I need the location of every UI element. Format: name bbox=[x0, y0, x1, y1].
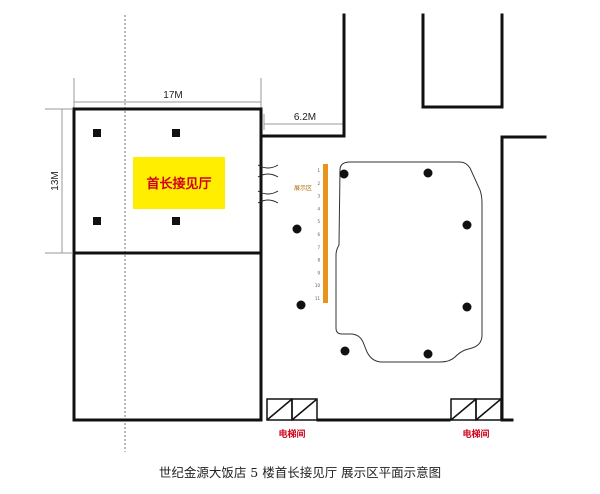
upper-room-wall bbox=[421, 13, 504, 109]
dimension-height bbox=[45, 108, 72, 254]
elevator-right-icon bbox=[450, 398, 502, 421]
column bbox=[462, 220, 472, 230]
exhibit-bar bbox=[323, 164, 328, 303]
dimension-width-label: 17M bbox=[163, 90, 182, 101]
exhibit-booth-numbers: 1 2 3 4 5 6 7 8 9 10 11 bbox=[315, 168, 321, 301]
exhibit-booth-number: 2 bbox=[317, 181, 320, 186]
pillar bbox=[93, 129, 101, 137]
exhibit-hall-outline bbox=[335, 161, 483, 363]
column bbox=[296, 300, 306, 310]
west-wall bbox=[72, 251, 263, 422]
elevator-left-label: 电梯间 bbox=[278, 428, 305, 440]
column bbox=[340, 346, 350, 356]
exhibit-booth-number: 3 bbox=[317, 194, 320, 199]
double-door-icon bbox=[257, 164, 279, 204]
dimension-corridor-label: 6.2M bbox=[294, 112, 316, 123]
column bbox=[423, 168, 433, 178]
exhibit-booth-number: 4 bbox=[317, 206, 320, 211]
elevator-right-label: 电梯间 bbox=[462, 428, 489, 440]
meeting-room-pillars bbox=[93, 129, 180, 225]
corridor-north-wall bbox=[259, 13, 346, 138]
meeting-hall-label: 首长接见厅 bbox=[146, 176, 211, 192]
walls bbox=[72, 13, 547, 422]
column bbox=[423, 349, 433, 359]
dimension-height-label: 13M bbox=[50, 171, 61, 190]
figure-caption: 世纪金源大饭店 5 楼首长接见厅 展示区平面示意图 bbox=[158, 465, 442, 480]
column bbox=[339, 169, 349, 179]
column bbox=[292, 224, 302, 234]
exhibit-booth-number: 5 bbox=[317, 219, 320, 224]
meeting-hall-block bbox=[133, 157, 225, 209]
exhibit-booth-number: 6 bbox=[317, 232, 320, 237]
pillar bbox=[172, 129, 180, 137]
pillar bbox=[172, 217, 180, 225]
dimension-width bbox=[73, 78, 262, 108]
elevator-left-icon bbox=[266, 398, 318, 421]
exhibit-booth-number: 1 bbox=[317, 168, 320, 173]
exhibit-booth-number: 9 bbox=[317, 270, 320, 275]
meeting-room-wall bbox=[72, 107, 263, 255]
exhibit-booth-number: 10 bbox=[315, 283, 321, 288]
round-columns bbox=[292, 168, 472, 359]
exhibit-booth-number: 8 bbox=[317, 258, 320, 263]
column bbox=[462, 302, 472, 312]
exhibit-area-label: 展示区 bbox=[294, 185, 312, 192]
exhibit-booth-number: 7 bbox=[317, 245, 320, 250]
exhibit-booth-number: 11 bbox=[315, 296, 321, 301]
east-wall bbox=[500, 135, 547, 422]
pillar bbox=[93, 217, 101, 225]
